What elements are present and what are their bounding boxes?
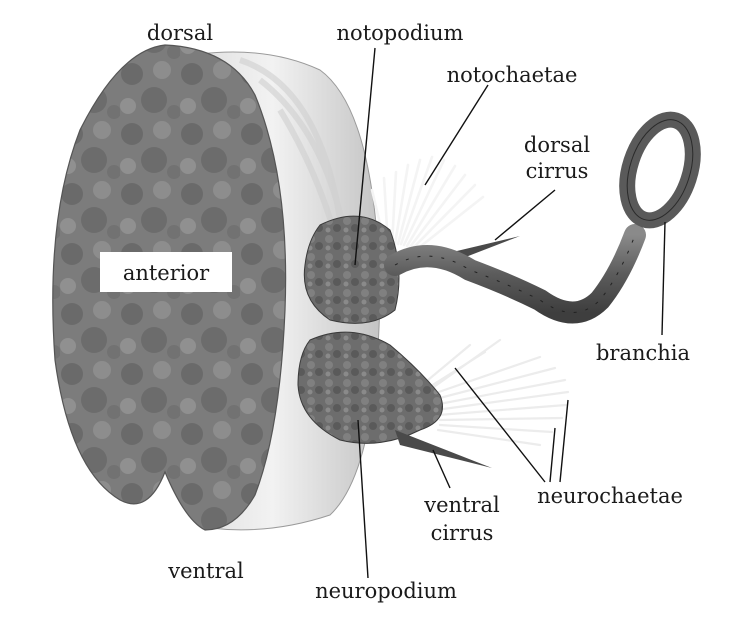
branchia-label: branchia [596,341,690,365]
notopodium-lobe [303,215,400,324]
dorsal-cirrus-label-line2: cirrus [526,159,589,183]
notopodium-label: notopodium [337,21,464,45]
anterior-label: anterior [123,261,210,285]
ventral-label: ventral [167,559,244,583]
anterior-label-box [100,252,232,292]
neurochaetae-label: neurochaetae [537,484,683,508]
leader-lines [354,47,666,579]
ventral-cirrus-label-line2: cirrus [431,521,494,545]
ventral-cirrus [395,430,492,468]
neuropodium-label: neuropodium [315,579,457,603]
dorsal-cirrus-label-line1: dorsal [524,133,590,157]
dorsal-label: dorsal [147,21,213,45]
ventral-cirrus-label-line1: ventral [423,493,500,517]
branchia-structure [384,111,701,324]
neuropodium-lobe [297,331,443,444]
notochaetae-label: notochaetae [447,63,578,87]
